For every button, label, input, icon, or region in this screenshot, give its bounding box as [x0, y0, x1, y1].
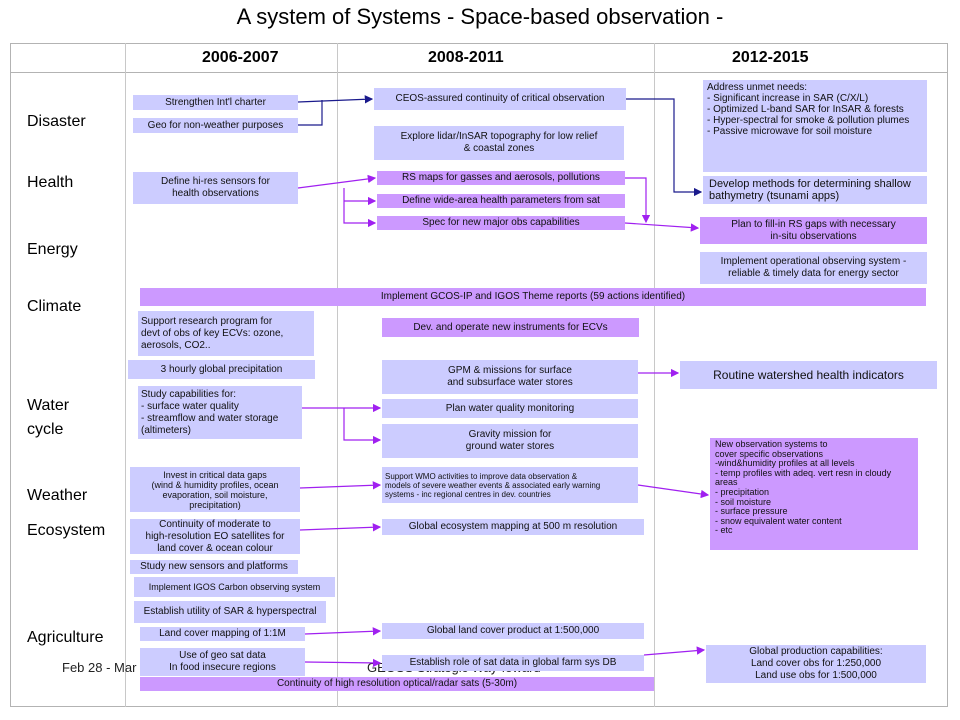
arrow-land-cover-to-global — [304, 627, 382, 636]
box-use-geo-sat-data: Use of geo sat data In food insecure reg… — [140, 648, 305, 676]
arrow-strengthen-to-ceos — [297, 95, 374, 104]
box-invest-data-gaps: Invest in critical data gaps (wind & hum… — [130, 467, 300, 512]
arrow-ceos-to-address — [626, 98, 703, 197]
box-implement-igos-carbon: Implement IGOS Carbon observing system — [134, 577, 335, 597]
box-plan-fill-gaps: Plan to fill-in RS gaps with necessary i… — [700, 217, 927, 244]
arrow-study-to-gravity — [343, 408, 382, 445]
category-energy: Energy — [27, 241, 78, 258]
box-land-cover-1m: Land cover mapping of 1:1M — [140, 627, 305, 641]
arrow-continuity-to-ecosystem — [299, 523, 382, 532]
box-address-unmet-needs: Address unmet needs: - Significant incre… — [703, 80, 927, 172]
diagram-frame — [10, 43, 948, 707]
arrow-spec-to-plan — [624, 222, 700, 232]
box-implement-gcos: Implement GCOS-IP and IGOS Theme reports… — [140, 288, 926, 306]
arrow-establish-to-production — [643, 646, 706, 656]
box-geo-non-weather: Geo for non-weather purposes — [133, 118, 298, 133]
box-rs-maps: RS maps for gasses and aerosols, polluti… — [377, 171, 625, 185]
arrow-rs-down — [625, 177, 651, 224]
category-health: Health — [27, 174, 74, 191]
box-continuity-high-res: Continuity of high resolution optical/ra… — [140, 677, 654, 691]
box-continuity-moderate: Continuity of moderate to high-resolutio… — [130, 519, 300, 554]
category-climate: Climate — [27, 298, 82, 315]
box-support-research: Support research program for devt of obs… — [138, 311, 314, 356]
box-explore-lidar: Explore lidar/InSAR topography for low r… — [374, 126, 624, 160]
period-2006-2007: 2006-2007 — [202, 49, 279, 66]
arrow-geo-to-ceos — [298, 100, 323, 126]
category-ecosystem: Ecosystem — [27, 522, 106, 539]
box-define-hires-sensors: Define hi-res sensors for health observa… — [133, 172, 298, 204]
box-dev-operate-instruments: Dev. and operate new instruments for ECV… — [382, 318, 639, 337]
category-weather: Weather — [27, 487, 88, 504]
column-divider-3 — [654, 43, 655, 707]
box-establish-sar: Establish utility of SAR & hyperspectral — [134, 601, 326, 623]
box-establish-role: Establish role of sat data in global far… — [382, 655, 644, 671]
box-ceos-continuity: CEOS-assured continuity of critical obse… — [374, 88, 626, 110]
box-plan-water-quality: Plan water quality monitoring — [382, 399, 638, 418]
arrow-invest-to-wmo — [299, 481, 382, 490]
column-divider-2 — [337, 43, 338, 707]
box-global-land-cover: Global land cover product at 1:500,000 — [382, 623, 644, 639]
diagram-title: A system of Systems - Space-based observ… — [236, 4, 724, 29]
box-global-production: Global production capabilities: Land cov… — [706, 645, 926, 683]
category-water-cycle-line2: cycle — [27, 421, 64, 438]
period-2012-2015: 2012-2015 — [732, 49, 809, 66]
arrow-define-to-rs — [297, 174, 377, 189]
box-study-new-sensors: Study new sensors and platforms — [130, 560, 298, 574]
box-strengthen-charter: Strengthen Int'l charter — [133, 95, 298, 110]
box-hourly-precipitation: 3 hourly global precipitation — [128, 360, 315, 379]
box-new-obs-systems: New observation systems to cover specifi… — [710, 438, 918, 550]
category-agriculture: Agriculture — [27, 629, 104, 646]
arrow-use-geo-to-establish — [304, 658, 382, 668]
box-study-capabilities: Study capabilities for: - surface water … — [138, 386, 302, 439]
box-define-wide-area: Define wide-area health parameters from … — [377, 194, 625, 208]
box-implement-operational: Implement operational observing system -… — [700, 252, 927, 284]
arrow-define-to-spec — [343, 188, 377, 228]
box-develop-methods: Develop methods for determining shallow … — [703, 176, 927, 204]
category-disaster: Disaster — [27, 113, 86, 130]
box-global-ecosystem: Global ecosystem mapping at 500 m resolu… — [382, 519, 644, 535]
box-gpm-missions: GPM & missions for surface and subsurfac… — [382, 360, 638, 394]
arrow-wmo-to-new-obs — [637, 484, 710, 499]
period-2008-2011: 2008-2011 — [428, 49, 504, 66]
box-gravity-mission: Gravity mission for ground water stores — [382, 424, 638, 458]
box-support-wmo: Support WMO activities to improve data o… — [382, 467, 638, 503]
category-water-cycle-line1: Water — [27, 397, 70, 414]
column-divider-1 — [125, 43, 126, 707]
box-routine-watershed: Routine watershed health indicators — [680, 361, 937, 389]
header-divider — [10, 72, 948, 73]
box-spec-new-obs: Spec for new major obs capabilities — [377, 216, 625, 230]
